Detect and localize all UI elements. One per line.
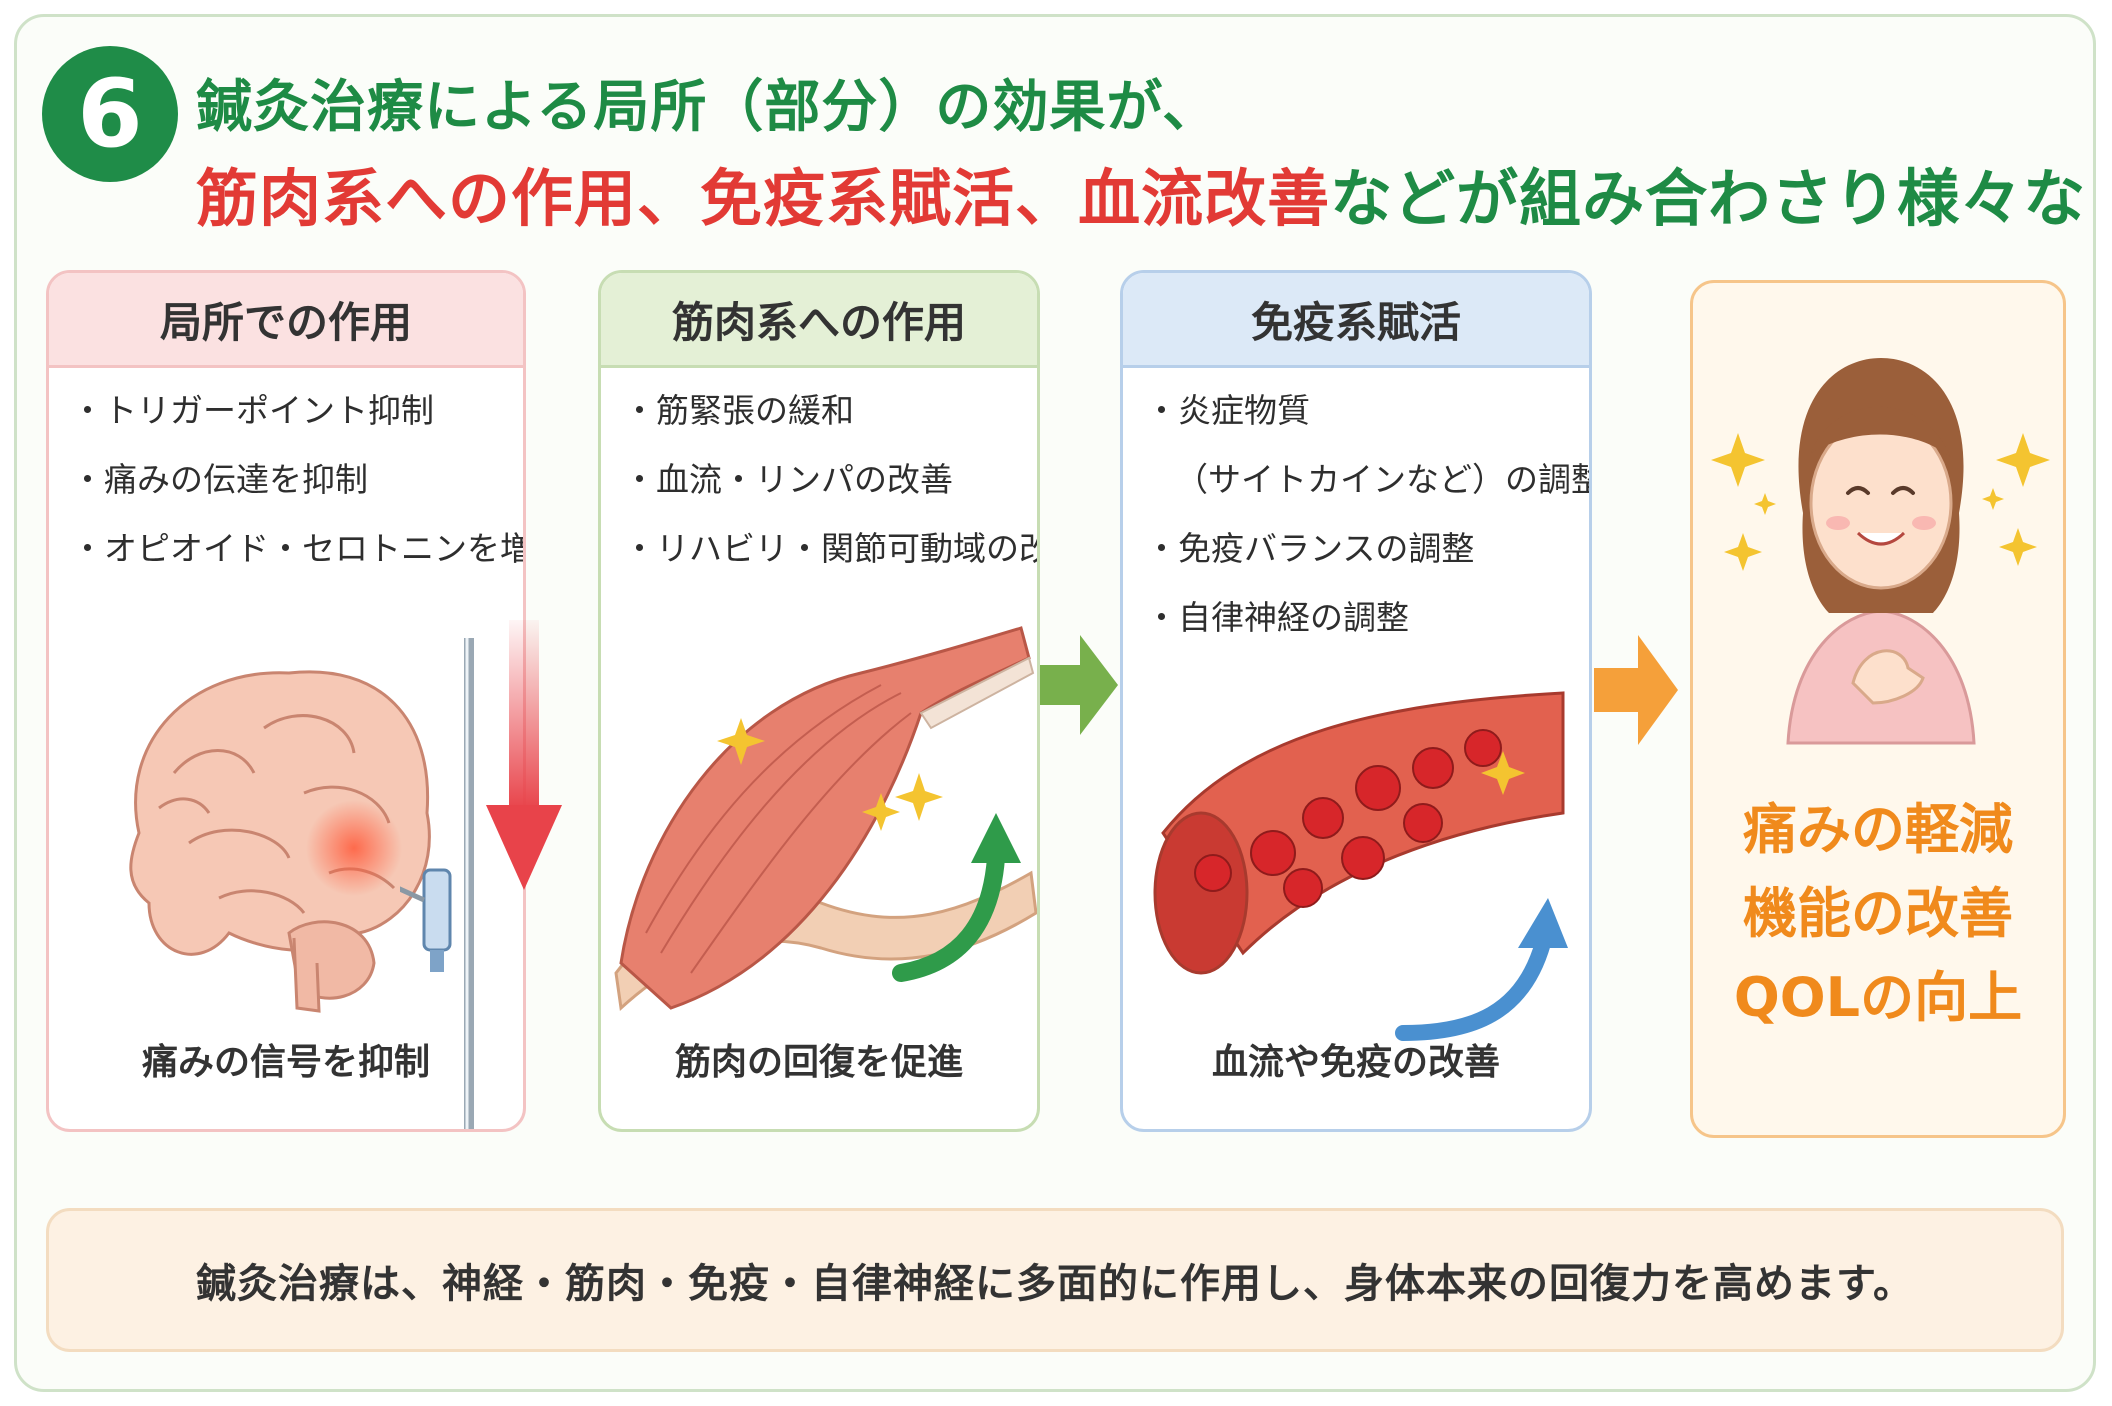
headline-line-2: 筋肉系への作用、免疫系賦活、血流改善などが組み合わさり様々な: [196, 148, 2086, 238]
card-title: 局所での作用: [49, 273, 523, 368]
headline-sep-2: 、: [1015, 162, 1079, 235]
headline-muscle: 筋肉系への作用: [196, 162, 638, 235]
card-caption: 痛みの信号を抑制: [141, 1042, 430, 1083]
flow-arrow-right-icon: [1040, 635, 1118, 735]
headline-sep-1: 、: [637, 162, 701, 235]
brain-needle-illustration: [129, 638, 474, 1129]
result-panel: 痛みの軽減 機能の改善 QOLの向上: [1690, 280, 2066, 1138]
needle-syringe-icon: [400, 868, 452, 972]
bullet-item: ・筋緊張の緩和: [623, 391, 854, 430]
bullet-item: ・炎症物質: [1145, 391, 1310, 430]
bullet-list: ・トリガーポイント抑制 ・痛みの伝達を抑制 ・オピオイド・セロトニンを増加: [71, 391, 526, 600]
blood-vessel-illustration: [1153, 691, 1568, 1041]
result-line: 痛みの軽減: [1743, 798, 2013, 861]
result-line: 機能の改善: [1743, 882, 2013, 945]
card-caption: 筋肉の回復を促進: [674, 1042, 963, 1083]
card-title: 免疫系賦活: [1123, 273, 1589, 368]
summary-banner: 鍼灸治療は、神経・筋肉・免疫・自律神経に多面的に作用し、身体本来の回復力を高めま…: [46, 1208, 2064, 1352]
muscle-illustration: [614, 626, 1037, 1012]
result-line: QOLの向上: [1733, 966, 2023, 1029]
flow-arrow-right-icon: [1594, 635, 1678, 745]
bullet-item: ・トリガーポイント抑制: [71, 391, 434, 430]
bullet-list: ・炎症物質 （サイトカインなど）の調整 ・免疫バランスの調整 ・自律神経の調整: [1145, 391, 1592, 669]
decrease-arrow-icon: [486, 620, 562, 890]
card-title: 筋肉系への作用: [601, 273, 1037, 368]
card-local-effect: 局所での作用 ・トリガーポイント抑制 ・痛みの伝達を抑制 ・オピオイド・セロトニ…: [46, 270, 526, 1132]
headline-rest: などが組み合わさり様々な: [1330, 162, 2087, 235]
bullet-item: ・リハビリ・関節可動域の改善: [623, 529, 1040, 568]
card-immune-effect: 免疫系賦活 ・炎症物質 （サイトカインなど）の調整 ・免疫バランスの調整 ・自律…: [1120, 270, 1592, 1132]
headline-immune: 免疫系賦活: [700, 162, 1016, 235]
bullet-item: ・免疫バランスの調整: [1145, 529, 1475, 568]
bullet-item: ・自律神経の調整: [1145, 598, 1409, 637]
smiling-woman-illustration: [1711, 358, 2050, 745]
headline-line-1: 鍼灸治療による局所（部分）の効果が、: [196, 75, 1220, 140]
bullet-item: ・オピオイド・セロトニンを増加: [71, 529, 526, 568]
card-muscle-effect: 筋肉系への作用 ・筋緊張の緩和 ・血流・リンパの改善 ・リハビリ・関節可動域の改…: [598, 270, 1040, 1132]
headline-blood: 血流改善: [1078, 162, 1331, 235]
bullet-item: （サイトカインなど）の調整: [1175, 460, 1592, 499]
result-text: 痛みの軽減 機能の改善 QOLの向上: [1693, 788, 2063, 1040]
section-number-badge: 6: [42, 46, 178, 182]
bullet-item: ・血流・リンパの改善: [623, 460, 953, 499]
bullet-list: ・筋緊張の緩和 ・血流・リンパの改善 ・リハビリ・関節可動域の改善: [623, 391, 1040, 600]
card-caption: 血流や免疫の改善: [1211, 1042, 1500, 1083]
bullet-item: ・痛みの伝達を抑制: [71, 460, 368, 499]
